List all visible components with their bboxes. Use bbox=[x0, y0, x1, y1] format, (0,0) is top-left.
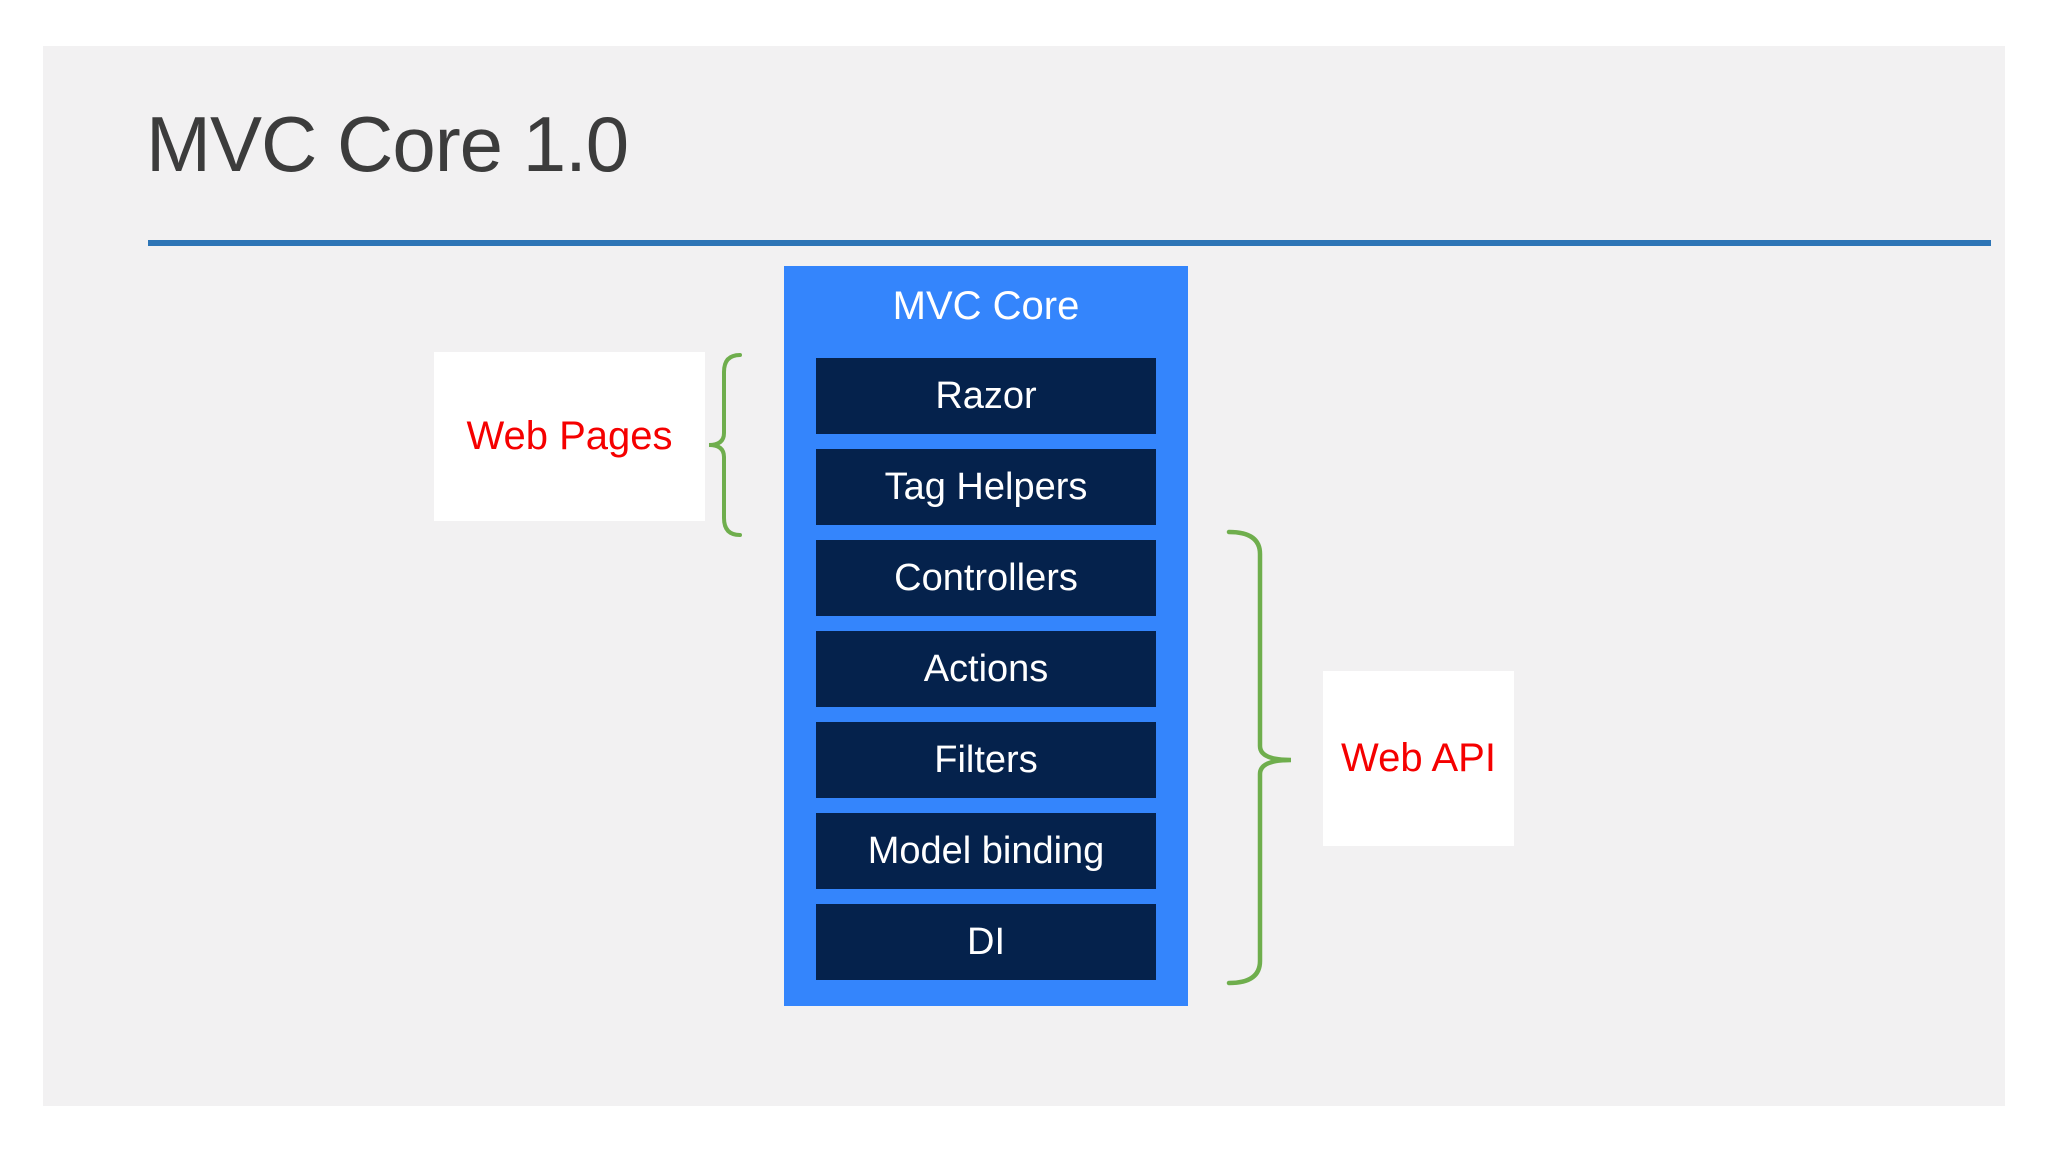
web-api-label: Web API bbox=[1341, 736, 1496, 780]
stack-item-actions: Actions bbox=[816, 631, 1156, 707]
stack-item-tag-helpers: Tag Helpers bbox=[816, 449, 1156, 525]
web-pages-label-box: Web Pages bbox=[434, 352, 705, 521]
title-underline bbox=[148, 240, 1991, 246]
slide-title: MVC Core 1.0 bbox=[146, 100, 629, 188]
stack-item-di: DI bbox=[816, 904, 1156, 980]
web-api-label-box: Web API bbox=[1323, 671, 1514, 846]
mvc-core-container: MVC Core Razor Tag Helpers Controllers A… bbox=[784, 266, 1188, 1006]
web-pages-label: Web Pages bbox=[466, 414, 673, 458]
stack-item-filters: Filters bbox=[816, 722, 1156, 798]
stack-item-razor: Razor bbox=[816, 358, 1156, 434]
stack-item-controllers: Controllers bbox=[816, 540, 1156, 616]
mvc-core-container-title: MVC Core bbox=[892, 283, 1080, 328]
stack-item-model-binding: Model binding bbox=[816, 813, 1156, 889]
